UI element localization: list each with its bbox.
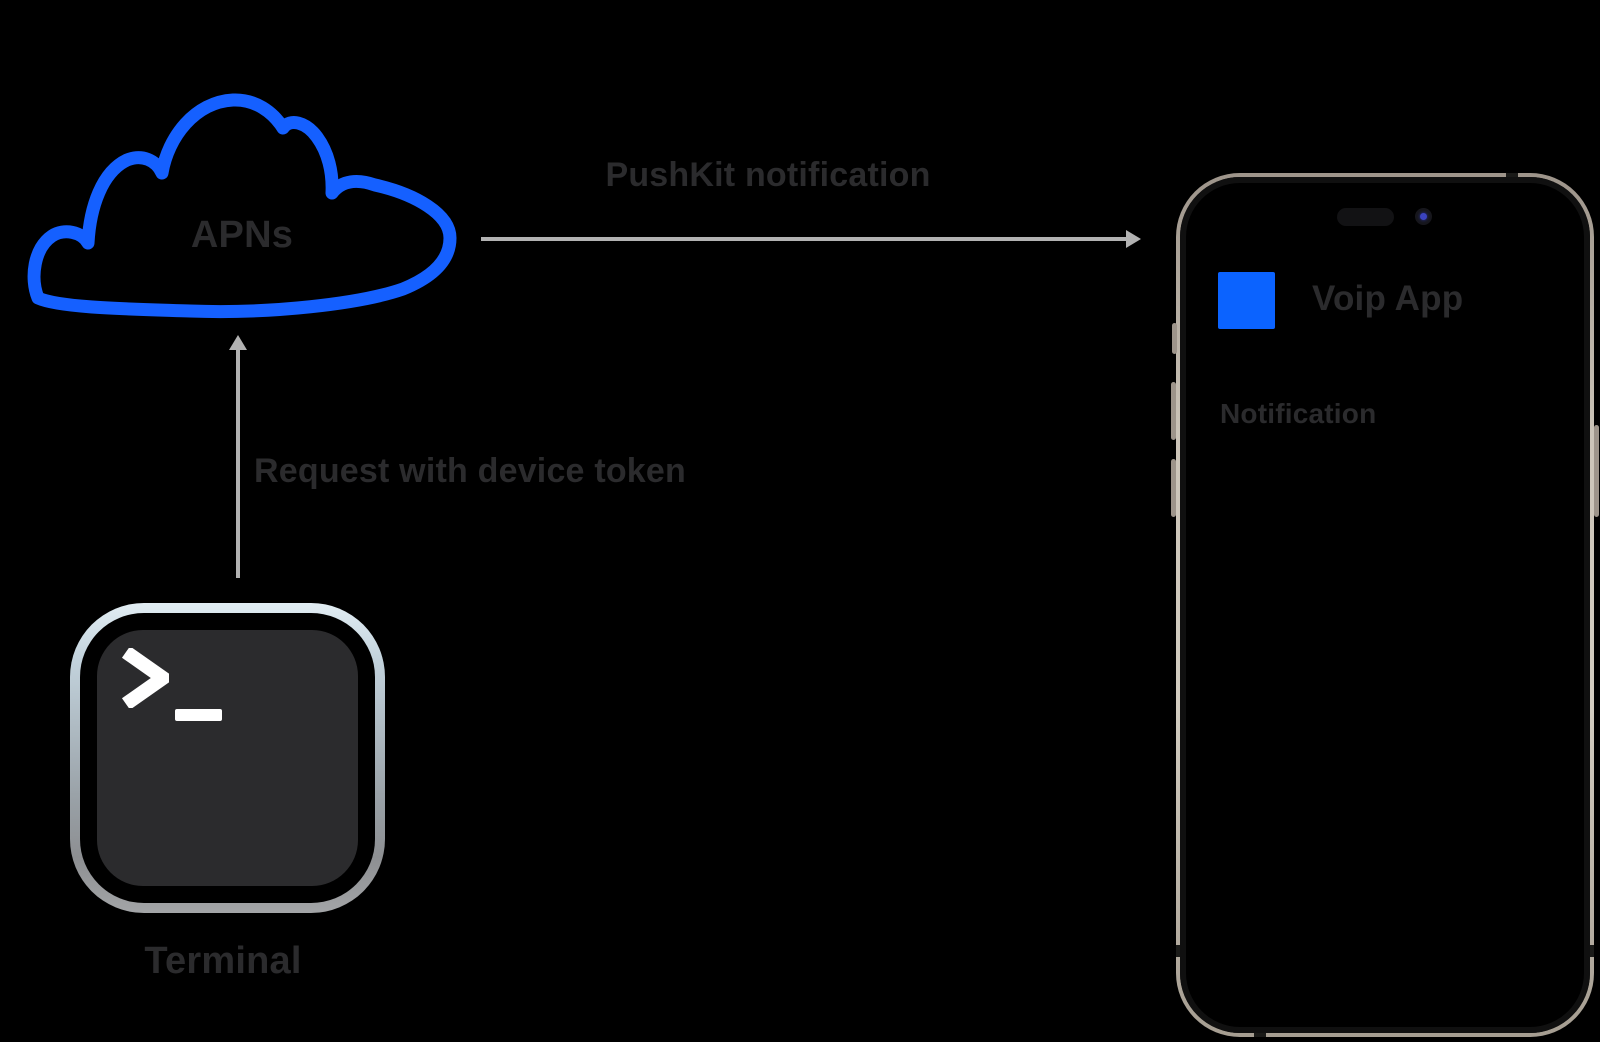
terminal-icon-bezel bbox=[80, 613, 375, 903]
front-camera-icon bbox=[1415, 208, 1432, 225]
antenna-line bbox=[1506, 173, 1518, 177]
terminal-cursor bbox=[175, 709, 222, 721]
terminal-icon-screen bbox=[97, 630, 358, 886]
volume-down-button bbox=[1171, 459, 1176, 517]
voip-app-label: Voip App bbox=[1312, 279, 1464, 318]
terminal-icon bbox=[70, 603, 385, 913]
antenna-line bbox=[1254, 1033, 1266, 1037]
mute-switch bbox=[1172, 323, 1177, 354]
iphone-device: Voip App Notification bbox=[1171, 173, 1599, 1037]
cloud-icon bbox=[27, 93, 457, 319]
terminal-prompt-icon bbox=[121, 648, 169, 708]
pushkit-arrow-line bbox=[481, 237, 1127, 241]
apns-label: APNs bbox=[190, 214, 294, 256]
volume-up-button bbox=[1171, 382, 1176, 440]
dynamic-island bbox=[1337, 208, 1394, 226]
voip-app-icon bbox=[1218, 272, 1275, 329]
apns-cloud bbox=[27, 92, 460, 322]
pushkit-arrow-label: PushKit notification bbox=[605, 156, 931, 194]
notification-label: Notification bbox=[1220, 398, 1377, 429]
request-arrow-line bbox=[236, 349, 240, 578]
power-button bbox=[1594, 425, 1599, 517]
iphone-screen: Voip App Notification bbox=[1180, 177, 1590, 1033]
terminal-label: Terminal bbox=[144, 940, 302, 982]
pushkit-arrowhead-icon bbox=[1126, 230, 1141, 248]
request-arrowhead-icon bbox=[229, 335, 247, 350]
camera-lens-icon bbox=[1420, 213, 1427, 220]
antenna-line bbox=[1590, 945, 1594, 957]
antenna-line bbox=[1176, 945, 1180, 957]
request-arrow-label: Request with device token bbox=[254, 452, 686, 490]
